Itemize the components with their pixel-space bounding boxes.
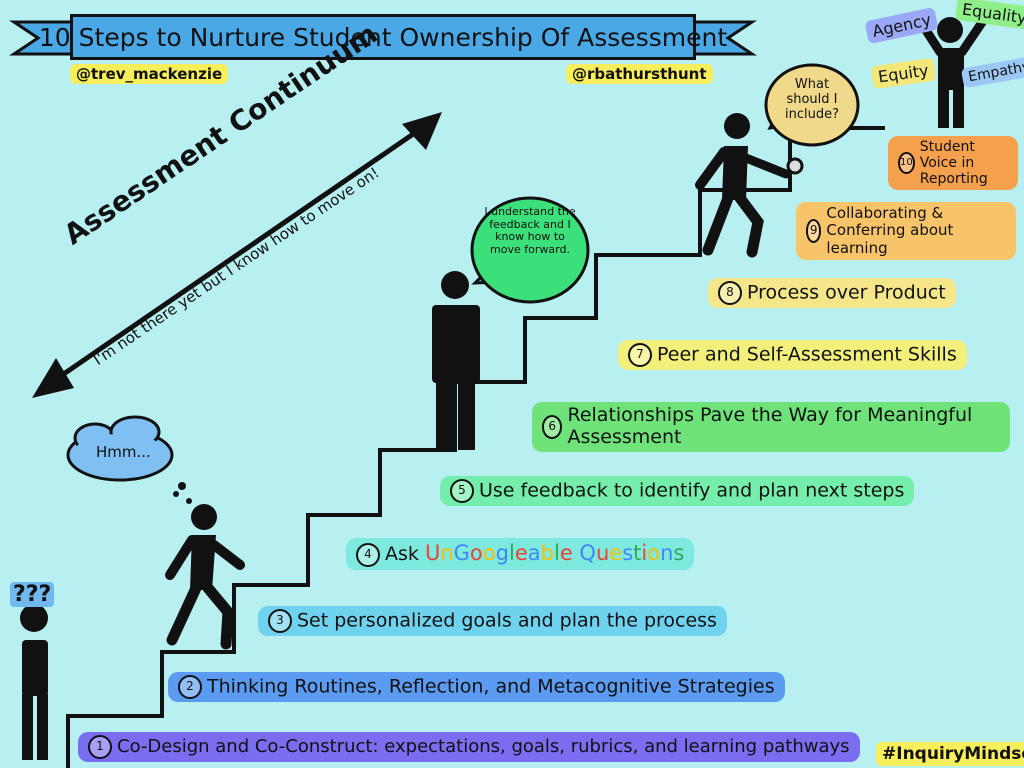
ungoogleable-letter: n [440, 541, 454, 565]
ungoogleable-letter: o [469, 541, 483, 565]
ungoogleable-letter: o [647, 541, 661, 565]
step-4-text: Ask [385, 543, 425, 565]
step-7-number: 7 [628, 343, 652, 367]
handle-right: @rbathursthunt [566, 64, 713, 84]
step-4-number: 4 [356, 542, 380, 567]
step-5-text: Use feedback to identify and plan next s… [479, 479, 905, 502]
step-1-text: Co-Design and Co-Construct: expectations… [117, 736, 850, 757]
step-2-number: 2 [178, 675, 202, 699]
ungoogleable-letter: l [553, 541, 560, 565]
step-8-text: Process over Product [747, 281, 946, 304]
staircase [66, 126, 885, 768]
handle-left: @trev_mackenzie [70, 64, 229, 84]
ungoogleable-letter: s [622, 541, 634, 565]
step-9-number: 9 [806, 218, 822, 243]
ungoogleable-letter: U [424, 541, 441, 565]
ungoogleable-letter: o [482, 541, 496, 565]
step-3-number: 3 [268, 609, 292, 633]
magnifier-icon [786, 157, 804, 175]
understand-text: I understand the feedback and I know how… [484, 205, 576, 256]
ungoogleable-letter: e [514, 541, 528, 565]
step-8-number: 8 [718, 281, 742, 305]
ungoogleable-letter: G [453, 541, 470, 565]
page-title: 10 Steps to Nurture Student Ownership Of… [39, 14, 727, 60]
ungoogleable-letter: Q [579, 541, 596, 565]
ungoogleable-word: UnGoogleable Questions [425, 541, 684, 565]
continuum-arrow-head-up [402, 112, 442, 150]
step-6-text: Relationships Pave the Way for Meaningfu… [567, 404, 973, 448]
continuum-arrow-head-down [32, 358, 74, 398]
step-3-text: Set personalized goals and plan the proc… [297, 609, 717, 632]
ungoogleable-letter: g [495, 541, 509, 565]
ungoogleable-letter: u [595, 541, 610, 565]
step-1-number: 1 [88, 735, 112, 759]
step-5-number: 5 [450, 479, 474, 503]
ungoogleable-letter: t [633, 541, 642, 565]
ungoogleable-letter: a [527, 541, 541, 565]
walking-figure-low [165, 504, 245, 650]
question-text: ??? [10, 582, 55, 607]
speech-bubble-yellow [764, 63, 860, 147]
include-text: What should I include? [785, 77, 839, 122]
hmm-text: Hmm... [96, 443, 151, 461]
standing-figure-middle [432, 271, 480, 450]
ungoogleable-letter: s [673, 541, 685, 565]
step-7-text: Peer and Self-Assessment Skills [657, 343, 957, 366]
speech-bubble-green [470, 196, 590, 304]
step-6-number: 6 [542, 414, 563, 439]
ungoogleable-letter: e [559, 541, 573, 565]
thought-cloud [66, 415, 174, 482]
ungoogleable-letter: l [508, 541, 515, 565]
step-2-text: Thinking Routines, Reflection, and Metac… [207, 675, 775, 698]
step-9-text: Collaborating & Conferring about learnin… [826, 204, 954, 257]
confused-figure [20, 604, 48, 760]
hashtag: #InquiryMindset [876, 742, 1024, 766]
step-10-text: Student Voice in Reporting [919, 139, 988, 188]
ungoogleable-letter: i [641, 541, 648, 565]
walking-figure-high [695, 113, 804, 258]
ungoogleable-letter: e [609, 541, 623, 565]
step-10-number: 10 [898, 152, 915, 175]
ungoogleable-letter: b [540, 541, 554, 565]
ungoogleable-letter: n [660, 541, 674, 565]
continuum-arrow-line [50, 125, 424, 385]
